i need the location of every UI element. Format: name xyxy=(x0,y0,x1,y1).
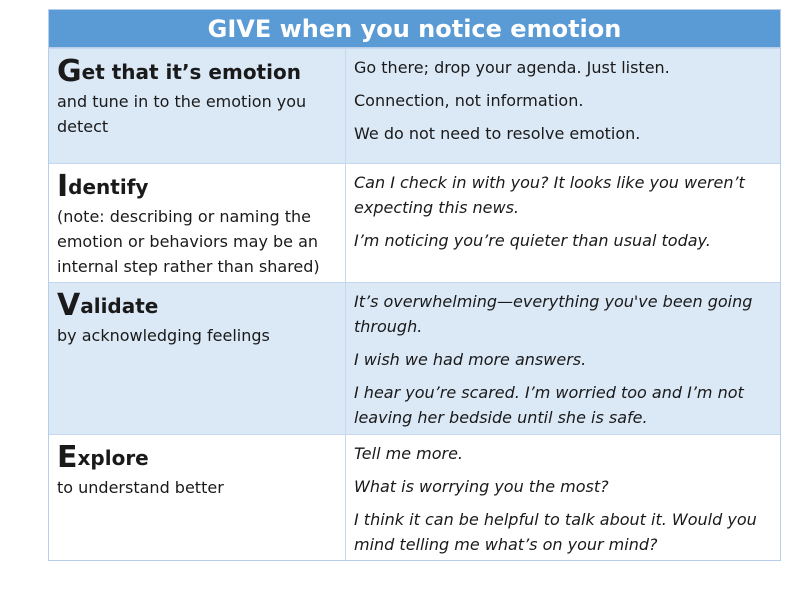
example-line: We do not need to resolve emotion. xyxy=(354,124,641,143)
row-heading: Validate xyxy=(57,289,337,323)
example-line: I’m noticing you’re quieter than usual t… xyxy=(354,231,711,250)
heading-initial: V xyxy=(57,288,81,323)
heading-rest: et that it’s emotion xyxy=(81,60,301,84)
table-row-validate: Validate by acknowledging feelings It’s … xyxy=(49,282,780,434)
table-title: GIVE when you notice emotion xyxy=(49,10,780,48)
row-label-cell: Explore to understand better xyxy=(49,435,346,560)
row-label-cell: Get that it’s emotion and tune in to the… xyxy=(49,49,346,163)
example-line: It’s overwhelming—everything you've been… xyxy=(354,292,753,336)
row-subtext: by acknowledging feelings xyxy=(57,326,270,345)
row-heading: Explore xyxy=(57,441,337,475)
row-examples-cell: Tell me more. What is worrying you the m… xyxy=(346,435,780,560)
row-label-cell: Identify (note: describing or naming the… xyxy=(49,164,346,282)
heading-initial: G xyxy=(57,54,82,89)
row-heading: Get that it’s emotion xyxy=(57,55,337,89)
example-line: What is worrying you the most? xyxy=(354,477,609,496)
row-heading: Identify xyxy=(57,170,337,204)
example-line: I hear you’re scared. I’m worried too an… xyxy=(354,383,744,427)
heading-rest: xplore xyxy=(77,446,149,470)
row-subtext: (note: describing or naming the emotion … xyxy=(57,207,320,276)
example-line: Go there; drop your agenda. Just listen. xyxy=(354,58,670,77)
example-line: Can I check in with you? It looks like y… xyxy=(354,173,745,217)
row-subtext: to understand better xyxy=(57,478,224,497)
heading-initial: I xyxy=(57,169,69,204)
table-row-get: Get that it’s emotion and tune in to the… xyxy=(49,48,780,163)
row-examples-cell: Go there; drop your agenda. Just listen.… xyxy=(346,49,780,163)
heading-rest: alidate xyxy=(80,294,159,318)
example-line: I wish we had more answers. xyxy=(354,350,587,369)
table-row-identify: Identify (note: describing or naming the… xyxy=(49,163,780,282)
row-examples-cell: Can I check in with you? It looks like y… xyxy=(346,164,780,282)
give-table: GIVE when you notice emotion Get that it… xyxy=(48,9,781,561)
row-subtext: and tune in to the emotion you detect xyxy=(57,92,307,136)
table-row-explore: Explore to understand better Tell me mor… xyxy=(49,434,780,560)
row-label-cell: Validate by acknowledging feelings xyxy=(49,283,346,434)
heading-initial: E xyxy=(57,440,78,475)
example-line: I think it can be helpful to talk about … xyxy=(354,510,757,554)
heading-rest: dentify xyxy=(68,175,149,199)
example-line: Connection, not information. xyxy=(354,91,584,110)
example-line: Tell me more. xyxy=(354,444,464,463)
row-examples-cell: It’s overwhelming—everything you've been… xyxy=(346,283,780,434)
